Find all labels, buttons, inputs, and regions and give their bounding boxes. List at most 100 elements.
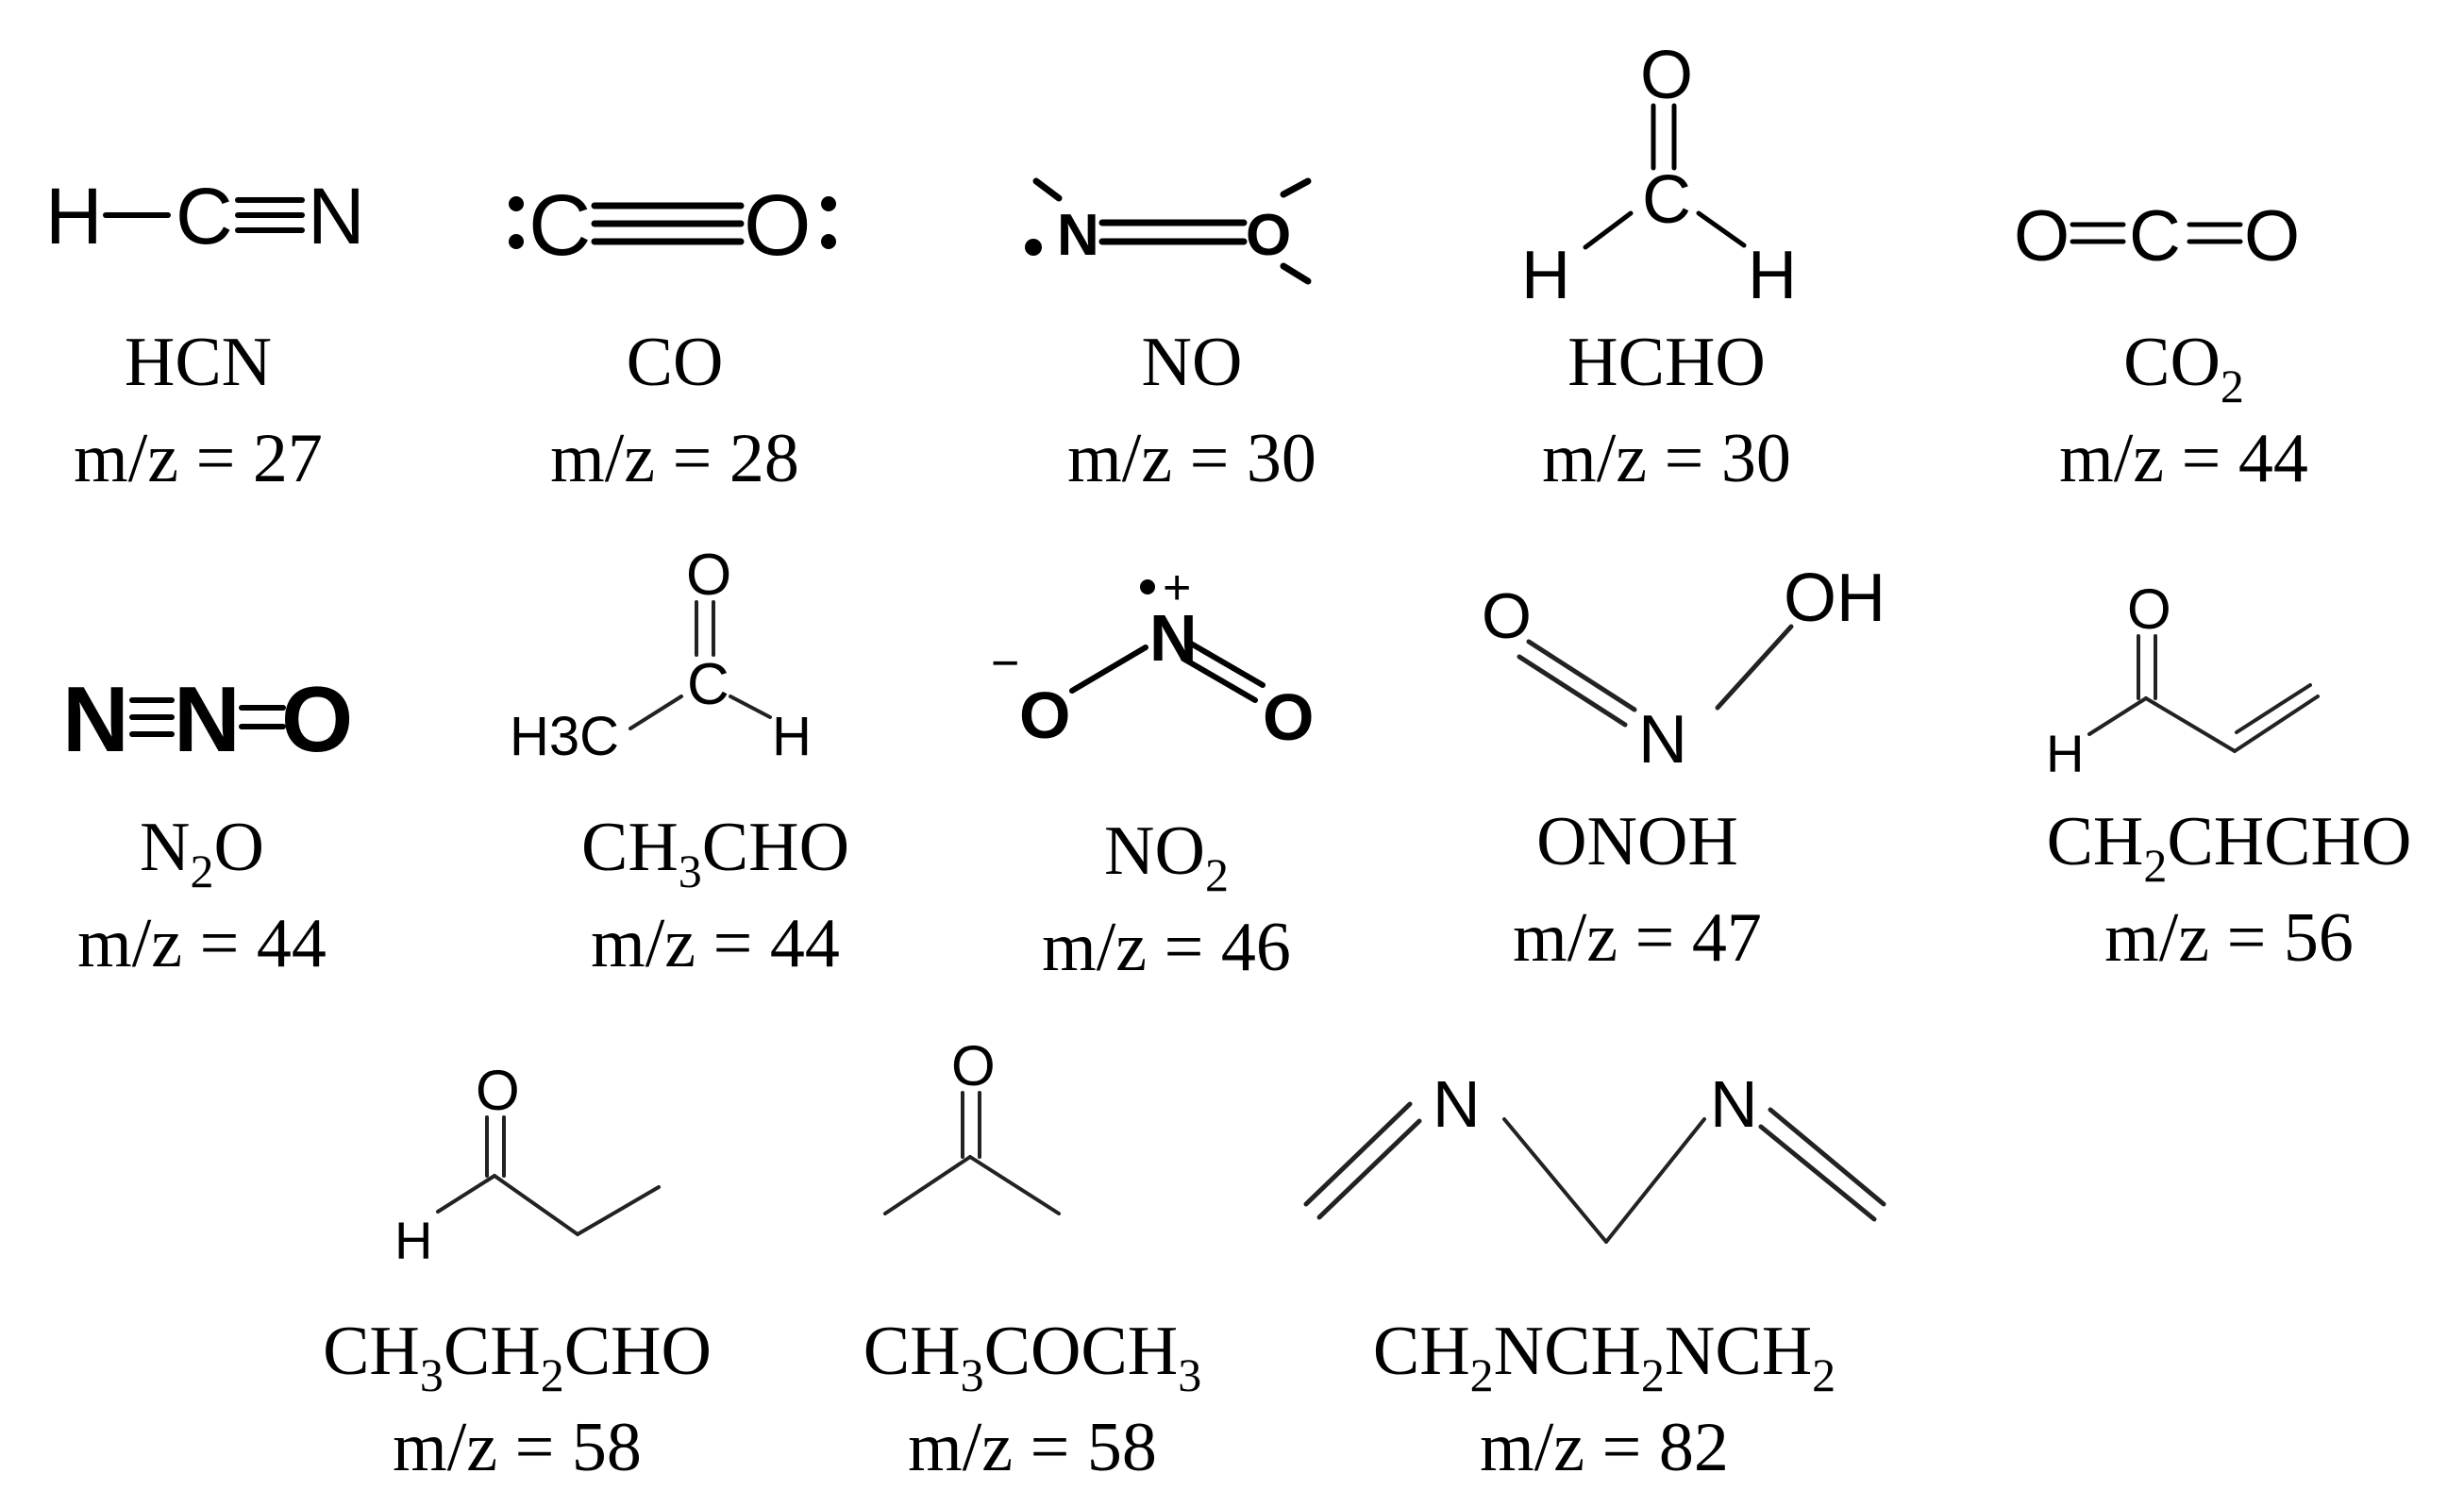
single-bond [2144,696,2237,753]
formula-label: ONOH [1536,803,1738,880]
lone-pair-bar [1280,262,1312,285]
atom-c: C [528,177,591,274]
atom-h: H [394,1211,432,1270]
double-bond [1758,1107,1886,1222]
double-bond [2070,222,2126,244]
structure-no: N O [1025,177,1312,285]
structure-hcn: H C N [45,172,365,260]
charge-minus: − [991,636,1019,691]
formula-label: HCN [125,324,272,401]
atom-oh: OH [1784,561,1886,636]
single-bond [2087,696,2148,736]
formula-label: N2O [140,809,264,897]
atom-n: N [1057,203,1099,268]
atom-h: H [1748,238,1797,313]
double-bond [1098,219,1248,245]
triple-bond [129,697,175,737]
atom-h: H [772,706,812,767]
atom-o: O [686,543,731,608]
formula-label: NO [1142,324,1243,401]
triple-bond [235,197,305,233]
lone-pair-dot [509,234,524,249]
double-bond [2187,222,2243,244]
mz-label: m/z = 28 [550,420,799,497]
formula-label: NO2 [1104,812,1229,901]
atom-c: C [1642,162,1691,238]
mz-label: m/z = 58 [393,1409,642,1486]
single-bond [436,1174,496,1214]
double-bond [2137,634,2157,700]
double-bond [1517,639,1637,728]
single-bond [1604,1117,1706,1244]
atom-c: C [687,652,729,717]
single-bond [493,1174,579,1236]
mz-label: m/z = 44 [2059,420,2308,497]
mz-label: m/z = 82 [1480,1409,1729,1486]
formula-label: CH2NCH2NCH2 [1373,1313,1835,1401]
double-bond [485,1115,506,1178]
atom-c: C [176,172,233,260]
atom-c: C [2129,196,2181,276]
structure-ch2nch2nch2: N N [1303,1067,1886,1244]
mz-label: m/z = 58 [908,1409,1157,1486]
radical-dot [1025,239,1042,256]
atom-o: O [281,667,353,771]
structure-ch3coch3: O [883,1034,1061,1215]
structure-ch2chcho: O H [2046,578,2320,783]
atom-n: N [174,667,241,771]
atom-n: N [308,172,365,260]
atom-n: N [1433,1067,1481,1141]
formula-label: CH3CHO [581,809,849,897]
structure-hcho: O C H H [1521,38,1797,313]
lone-pair-dot [821,234,836,249]
formula-label: CH2CHCHO [2047,803,2412,892]
single-bond [1583,210,1634,250]
structure-onoh: O N OH [1482,561,1886,778]
atom-n: N [1638,702,1687,778]
atom-o: O [1263,680,1314,754]
radical-dot [1140,579,1155,594]
atom-h3c: H3C [510,706,619,767]
charge-plus: + [1163,561,1191,615]
single-bond [883,1155,972,1215]
mz-label: m/z = 30 [1067,420,1316,497]
mz-label: m/z = 56 [2104,899,2354,977]
structure-ch3cho: O C H3C H [510,543,812,767]
double-bond [1181,641,1266,703]
single-bond [968,1155,1061,1215]
mz-label: m/z = 47 [1513,899,1762,977]
single-bond [1715,624,1794,711]
atom-o: O [951,1034,996,1097]
single-bond [1696,210,1747,248]
mz-label: m/z = 44 [77,905,327,982]
mz-label: m/z = 30 [1542,420,1791,497]
structure-ch3ch2cho: O H [394,1059,661,1270]
mz-label: m/z = 44 [591,905,840,982]
double-bond [2233,683,2320,753]
single-bond [1502,1117,1608,1244]
lone-pair-bar [1280,177,1312,198]
double-bond [1303,1101,1422,1220]
single-bond [576,1185,661,1236]
single-bond [1069,645,1148,694]
structure-co2: O C O [2014,196,2300,276]
double-bond [695,600,715,657]
atom-o: O [744,177,812,274]
structure-n2o: N N O [62,667,353,771]
atom-o: O [2127,578,2171,641]
formula-label: HCHO [1567,324,1766,401]
double-bond [961,1091,981,1159]
lone-pair-bar [1032,177,1063,202]
double-bond [239,705,286,729]
lone-pair-dot [821,196,836,211]
atom-h: H [45,172,103,260]
atom-o: O [1482,580,1532,652]
mz-label: m/z = 27 [74,420,323,497]
atom-o: O [476,1059,520,1122]
formula-label: CO [627,324,724,401]
atom-o: O [2014,196,2070,276]
atom-h: H [2046,724,2084,783]
structure-co: C O [509,177,836,274]
atom-h: H [1521,238,1570,313]
